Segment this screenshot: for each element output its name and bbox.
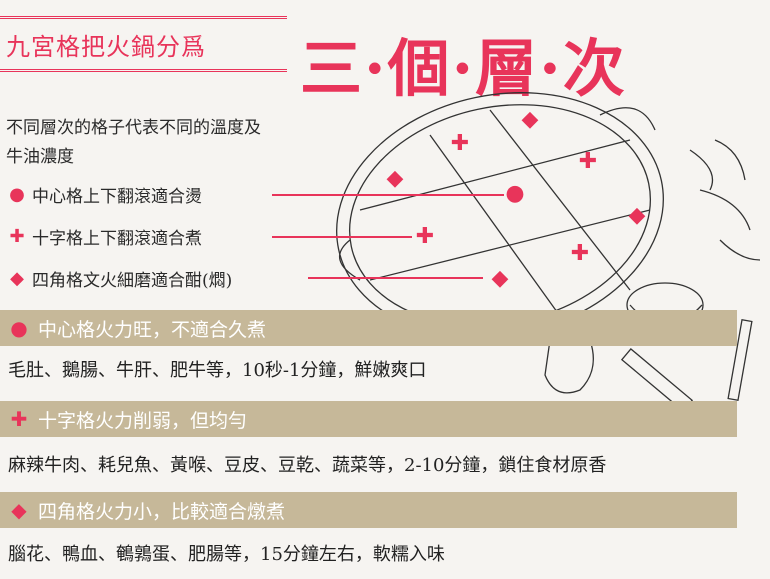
cross-icon: ✚: [9, 226, 25, 247]
circle-icon: ●: [9, 184, 25, 205]
svg-text:◆: ◆: [387, 166, 404, 191]
leader-line: [308, 277, 483, 279]
section-detail-center: 毛肚、鵝腸、牛肝、肥牛等，10秒-1分鐘，鮮嫩爽口: [8, 360, 427, 381]
svg-text:◆: ◆: [629, 203, 646, 228]
legend-label: 十字格上下翻滾適合煮: [32, 229, 202, 249]
subtitle: 九宮格把火鍋分爲: [6, 33, 206, 61]
description-line-2: 牛油濃度: [6, 147, 74, 167]
legend-item-center: ● 中心格上下翻滾適合燙: [8, 182, 202, 207]
cross-icon: ✚: [10, 407, 28, 431]
section-header-cross: ✚ 十字格火力削弱，但均勻: [0, 401, 737, 437]
section-heading: 四角格火力小，比較適合燉煮: [38, 500, 286, 523]
section-heading: 十字格火力削弱，但均勻: [38, 409, 248, 432]
section-detail-cross: 麻辣牛肉、耗兒魚、黃喉、豆皮、豆乾、蔬菜等，2-10分鐘，鎖住食材原香: [8, 455, 607, 476]
svg-text:◆: ◆: [522, 107, 539, 132]
legend-item-cross: ✚ 十字格上下翻滾適合煮: [8, 224, 202, 249]
svg-text:✚: ✚: [579, 149, 597, 174]
diamond-icon: ◆: [10, 268, 24, 289]
section-heading: 中心格火力旺，不適合久煮: [38, 318, 267, 341]
diamond-icon: ◆: [11, 498, 27, 522]
svg-text:◆: ◆: [492, 266, 509, 291]
leader-line: [272, 236, 412, 238]
legend-item-diamond: ◆ 四角格文火細磨適合酣(燜): [8, 266, 232, 291]
svg-text:✚: ✚: [416, 224, 434, 249]
legend-label: 四角格文火細磨適合酣(燜): [32, 271, 233, 291]
svg-text:✚: ✚: [571, 241, 589, 266]
svg-text:✚: ✚: [451, 131, 469, 156]
leader-line: [272, 194, 504, 196]
subtitle-frame: [0, 16, 287, 72]
description-line-1: 不同層次的格子代表不同的溫度及: [6, 118, 261, 138]
circle-icon: ●: [10, 316, 28, 340]
legend-label: 中心格上下翻滾適合燙: [32, 187, 202, 207]
section-detail-diamond: 腦花、鴨血、鵪鶉蛋、肥腸等，15分鐘左右，軟糯入味: [8, 544, 445, 565]
section-header-center: ● 中心格火力旺，不適合久煮: [0, 310, 737, 346]
page-title: 三·個·層·次: [300, 32, 627, 105]
center-circle-marker: ●: [505, 181, 524, 206]
section-header-diamond: ◆ 四角格火力小，比較適合燉煮: [0, 492, 737, 528]
